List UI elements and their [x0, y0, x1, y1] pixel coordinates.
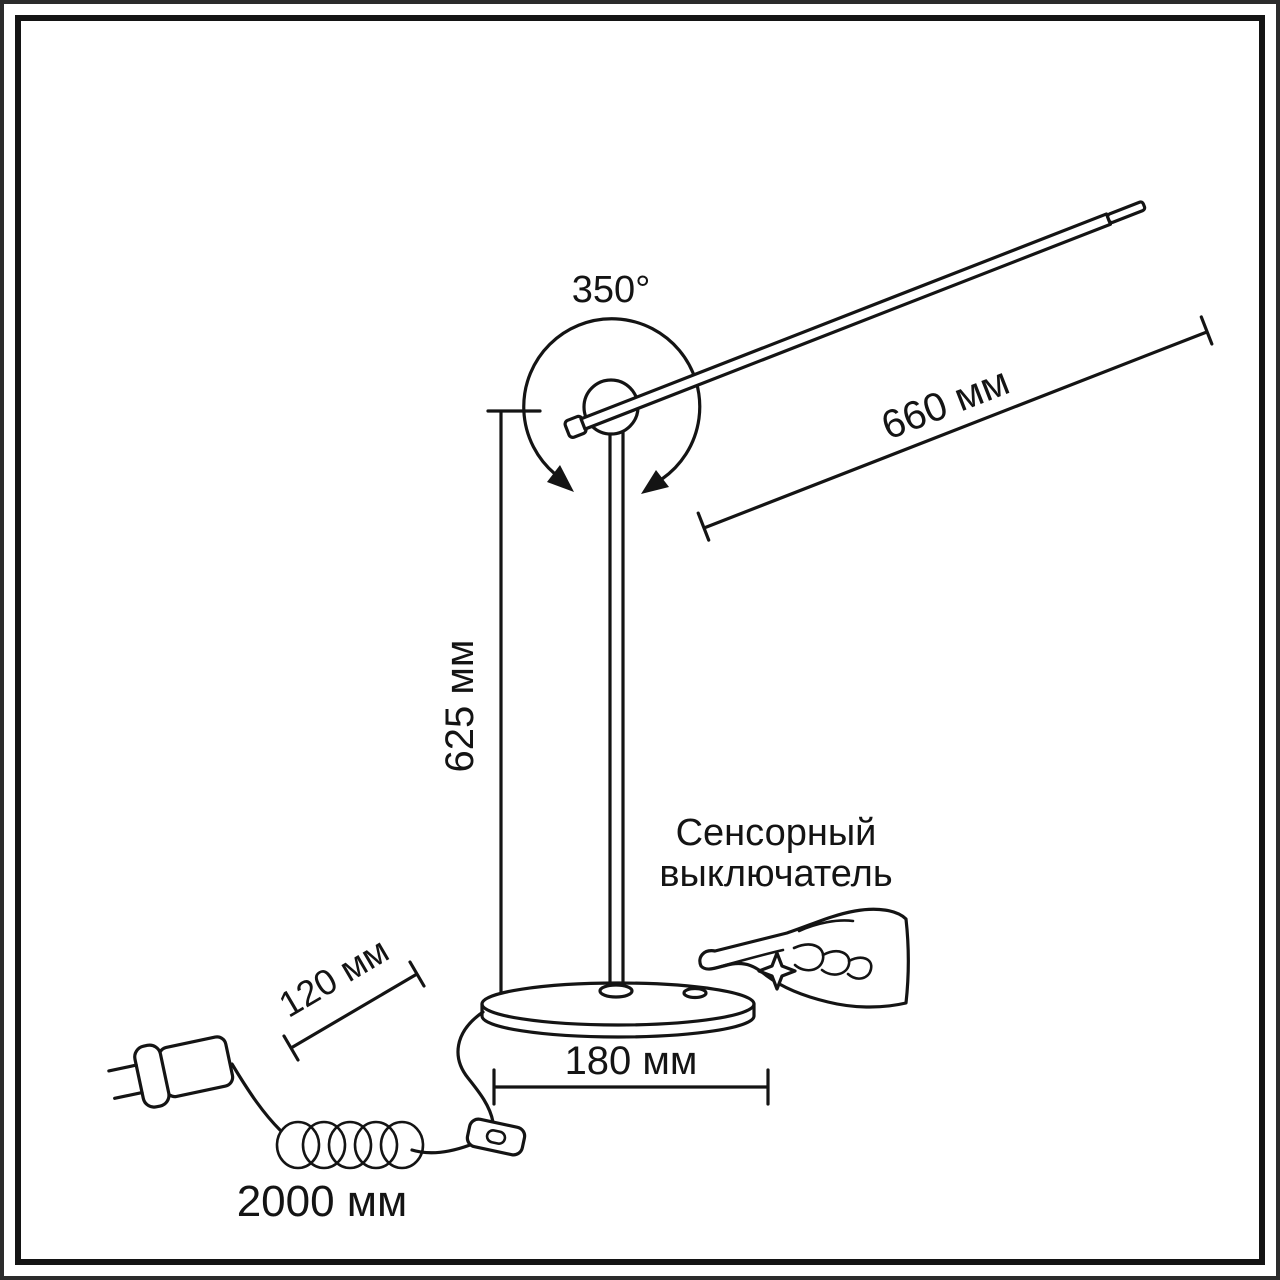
touch-spark-icon: [757, 951, 797, 991]
lamp-pole: [608, 422, 625, 998]
cable-to-coil: [410, 1143, 472, 1155]
thumb-line: [797, 919, 855, 933]
inline-switch-rocker[interactable]: [485, 1129, 507, 1145]
cable-to-plug: [230, 1062, 282, 1132]
rotation-arc-path: [522, 317, 702, 481]
arm-tip: [1106, 200, 1147, 225]
pointing-hand: [698, 907, 910, 1009]
adapter-dimension-line: [282, 960, 426, 1062]
pole-dimension-line: [486, 409, 542, 1006]
pole-dimension-label: 625 мм: [438, 640, 482, 773]
curled-finger-3: [846, 956, 873, 980]
base-dimension-line: [492, 1068, 770, 1106]
hand-outline: [698, 907, 910, 1009]
plug-pins: [107, 1063, 144, 1100]
power-plug: [107, 1035, 235, 1109]
pole-dimension: 625 мм: [438, 409, 542, 1006]
coil-loop: [379, 1120, 425, 1170]
cable-length-label: 2000 мм: [237, 1177, 408, 1226]
rotation-arrow-left-icon: [547, 465, 574, 492]
arm-dimension: 660 мм: [696, 315, 1214, 542]
inline-switch[interactable]: [465, 1117, 527, 1157]
lamp-dimension-diagram: 350° 660 мм 625 мм: [107, 200, 1214, 1226]
coil-loop: [353, 1120, 399, 1170]
lamp-arm: [563, 200, 1147, 439]
arm-tube: [579, 212, 1113, 431]
lamp-base: [480, 981, 756, 1039]
inline-switch-body[interactable]: [465, 1117, 527, 1157]
base-dimension-label: 180 мм: [565, 1039, 698, 1083]
touch-switch-label-line2: выключатель: [659, 853, 892, 895]
touch-switch-caption: Сенсорный выключатель: [659, 812, 892, 895]
curled-finger-2: [820, 950, 851, 976]
rotation-arc: [522, 317, 702, 494]
pole-collar: [598, 983, 634, 999]
adapter-dimension: 120 мм: [272, 929, 426, 1062]
cable-from-base: [456, 1010, 495, 1124]
rotation-angle-label: 350°: [572, 269, 651, 311]
coil-loop: [275, 1120, 321, 1170]
base-rim: [480, 1002, 756, 1039]
touch-switch-button[interactable]: [682, 986, 708, 1000]
coil-loop: [301, 1120, 347, 1170]
power-cable: [107, 1010, 527, 1170]
base-dimension: 180 мм: [492, 1039, 770, 1106]
rotation-arrow-right-icon: [641, 470, 669, 494]
arm-dimension-line: [696, 315, 1214, 542]
coil-loop: [327, 1120, 373, 1170]
curled-finger-1: [792, 943, 825, 972]
adapter-dimension-label: 120 мм: [272, 929, 396, 1025]
cable-coil: [275, 1120, 425, 1170]
touch-switch-label-line1: Сенсорный: [676, 812, 877, 854]
